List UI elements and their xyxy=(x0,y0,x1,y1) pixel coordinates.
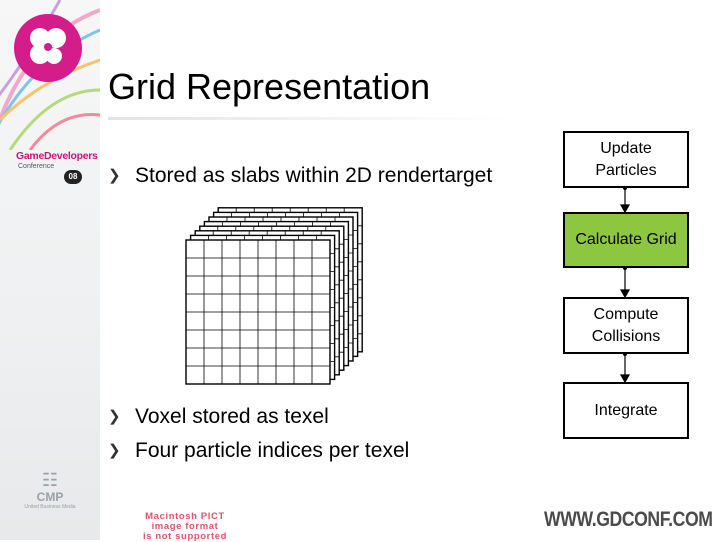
step-label-line1: Compute xyxy=(593,305,659,323)
bullet-item: ❯ Four particle indices per texel xyxy=(108,439,409,463)
pict-line: Macintosh PICT xyxy=(145,511,225,522)
slide-title: Grid Representation xyxy=(108,66,431,107)
gdc-year-badge: 08 xyxy=(64,170,82,184)
chevron-right-icon: ❯ xyxy=(108,442,121,459)
flower-logo-icon xyxy=(14,14,82,82)
website-url: WWW.GDCONF.COM xyxy=(544,508,713,531)
title-divider xyxy=(108,117,508,120)
gdc-name: GameDevelopers xyxy=(16,150,98,162)
bullet-text: Four particle indices per texel xyxy=(135,439,410,462)
pict-placeholder: Macintosh PICT image format is not suppo… xyxy=(104,512,266,542)
pict-line: is not supported xyxy=(142,531,227,542)
step-label-line1: Update xyxy=(600,139,652,157)
cmp-mark-icon: ☷ xyxy=(41,470,59,490)
branding-rail: GameDevelopers Conference 08 ☷ CMP Unite… xyxy=(0,0,100,540)
bullet-text: Voxel stored as texel xyxy=(135,405,329,428)
bullet-item: ❯ Stored as slabs within 2D rendertarget xyxy=(108,164,492,188)
step-label-line2: Particles xyxy=(595,161,657,179)
gdc-conference: Conference xyxy=(18,163,55,170)
flow-step-calculate-grid: Calculate Grid xyxy=(563,212,689,268)
chevron-right-icon: ❯ xyxy=(108,167,121,184)
pict-line: image format xyxy=(151,521,219,532)
step-label-line2: Collisions xyxy=(591,327,661,345)
cmp-name: CMP xyxy=(36,490,64,504)
bullet-text: Stored as slabs within 2D rendertarget xyxy=(135,164,493,187)
chevron-right-icon: ❯ xyxy=(108,408,121,425)
slab-grid-illustration xyxy=(185,207,363,385)
slab-layer xyxy=(185,239,331,385)
cmp-subtitle: United Business Media xyxy=(24,504,76,510)
flow-step-integrate: Integrate xyxy=(563,382,689,439)
step-label-line1: Calculate Grid xyxy=(575,231,677,248)
bullet-item: ❯ Voxel stored as texel xyxy=(108,405,329,429)
flow-arrows xyxy=(619,186,631,384)
step-label-line1: Integrate xyxy=(594,402,658,419)
cmp-logo: ☷ CMP United Business Media xyxy=(20,470,80,520)
gdc-logo: GameDevelopers Conference 08 xyxy=(16,150,100,190)
